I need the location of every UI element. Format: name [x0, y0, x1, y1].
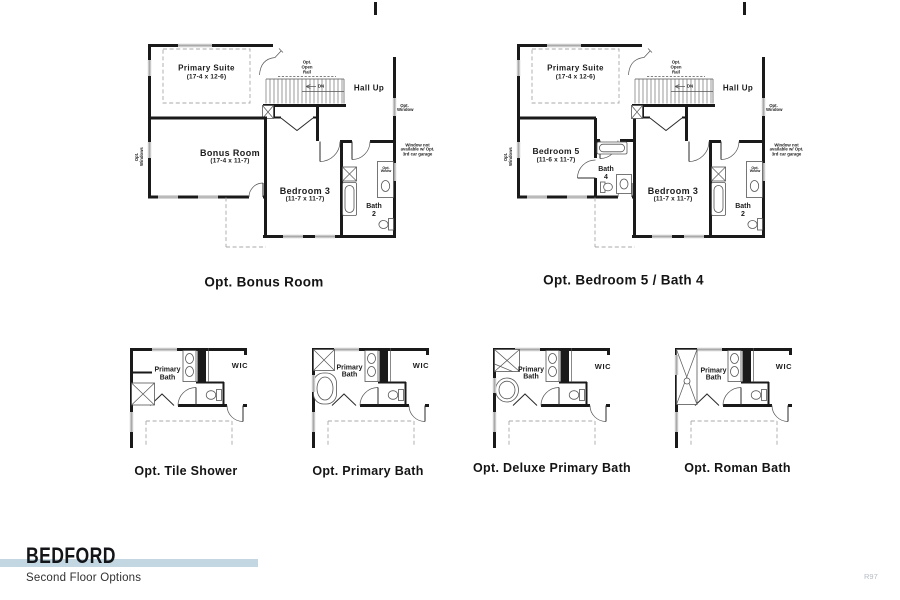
plan-caption-tile-shower: Opt. Tile Shower: [134, 463, 238, 478]
brand-name: BEDFORD: [26, 543, 116, 568]
bedroom5-dims: (11-6 x 11-7): [536, 155, 576, 163]
hall-up-label: Hall Up: [353, 83, 385, 93]
bath2-label: Bath 2: [366, 202, 382, 218]
primary-bath-plan-drawing: [310, 346, 431, 450]
bonus-room-plan-drawing: [146, 0, 398, 249]
brand-accent-bar: [0, 559, 258, 567]
bonus-room-dims: (17-4 x 11-7): [210, 157, 250, 165]
bedroom5-bath4-plan-drawing: [515, 0, 767, 249]
primary-suite-dims: (17-4 x 12-6): [186, 72, 227, 80]
plan-caption-roman-bath: Opt. Roman Bath: [684, 461, 791, 475]
bedroom3-dims: (11-7 x 11-7): [653, 195, 693, 203]
roman-bath-plan-drawing: [673, 346, 794, 450]
vanity-option-note: Opt. Wndw: [749, 165, 761, 174]
primary-suite-dims: (17-4 x 12-6): [555, 72, 596, 80]
opt-windows-note: Opt. Windows: [133, 147, 144, 166]
bedroom3-label: Bedroom 3: [279, 185, 331, 196]
wic-label: WIC: [775, 361, 793, 371]
bedroom5-label: Bedroom 5: [532, 145, 580, 156]
hall-up-label: Hall Up: [722, 83, 754, 93]
opt-windows-note: Opt. Windows: [502, 147, 513, 166]
vanity-option-note: Opt. Wndw: [380, 165, 392, 174]
bedroom3-dims: (11-7 x 11-7): [285, 195, 325, 203]
opt-window-note: Opt. Window: [397, 102, 414, 113]
window-availability-note: Window not available w/ Opt. 3rd car gar…: [769, 142, 804, 157]
window-availability-note: Window not available w/ Opt. 3rd car gar…: [400, 142, 435, 157]
bonus-room-label: Bonus Room: [200, 147, 260, 158]
bath4-label: Bath 4: [598, 165, 614, 181]
opt-window-note: Opt. Window: [766, 102, 783, 113]
page-title: Second Floor Options: [26, 572, 142, 584]
tile-shower-plan-drawing: [128, 346, 249, 450]
stair-down-label: DN: [686, 83, 694, 89]
primary-bath-label: Primary Bath: [336, 363, 363, 379]
primary-suite-label: Primary Suite: [178, 63, 235, 73]
plan-caption-bonus-room: Opt. Bonus Room: [204, 274, 324, 290]
bedroom3-label: Bedroom 3: [647, 185, 699, 196]
bath2-label: Bath 2: [735, 202, 751, 218]
opt-open-rail-note: Opt. Open Rail: [301, 59, 313, 75]
deluxe-primary-bath-plan-drawing: [491, 346, 612, 450]
primary-suite-label: Primary Suite: [547, 63, 604, 73]
sheet-code: R97: [864, 572, 878, 581]
primary-bath-label: Primary Bath: [517, 365, 545, 381]
primary-bath-label: Primary Bath: [154, 366, 181, 381]
primary-bath-label: Primary Bath: [700, 366, 727, 382]
plan-caption-primary-bath: Opt. Primary Bath: [312, 463, 424, 478]
wic-label: WIC: [231, 360, 249, 370]
plan-caption-bedroom5-bath4: Opt. Bedroom 5 / Bath 4: [543, 271, 704, 287]
wic-label: WIC: [594, 361, 612, 371]
opt-open-rail-note: Opt. Open Rail: [670, 59, 682, 75]
plan-caption-deluxe-primary-bath: Opt. Deluxe Primary Bath: [473, 461, 631, 475]
wic-label: WIC: [412, 360, 430, 370]
stair-down-label: DN: [317, 83, 325, 89]
